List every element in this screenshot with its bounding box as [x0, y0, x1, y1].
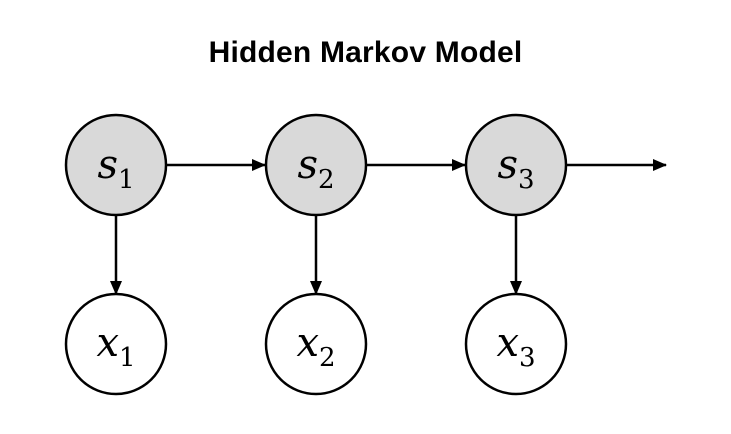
observed-node-x3: x3 [464, 292, 568, 396]
svg-text:s2: s2 [297, 142, 334, 195]
node-subscript: 1 [119, 343, 136, 373]
hidden-node-s3: s3 [464, 113, 568, 217]
node-subscript: 3 [519, 343, 536, 373]
node-subscript: 1 [118, 165, 135, 195]
node-var-label: x [96, 320, 119, 366]
observed-node-x2: x2 [264, 292, 368, 396]
node-subscript: 2 [319, 343, 336, 373]
hidden-node-s1: s1 [64, 113, 168, 217]
svg-text:x2: x2 [296, 320, 335, 373]
node-var-label: s [497, 142, 518, 188]
node-subscript: 2 [318, 165, 335, 195]
svg-text:s3: s3 [497, 142, 534, 195]
node-var-label: x [296, 320, 319, 366]
node-subscript: 3 [518, 165, 535, 195]
diagram-title: Hidden Markov Model [208, 36, 523, 69]
observed-node-x1: x1 [64, 292, 168, 396]
svg-text:x1: x1 [96, 320, 135, 373]
hidden-node-s2: s2 [264, 113, 368, 217]
node-var-label: s [97, 142, 118, 188]
node-var-label: x [496, 320, 519, 366]
svg-text:s1: s1 [97, 142, 134, 195]
node-var-label: s [297, 142, 318, 188]
svg-text:x3: x3 [496, 320, 535, 373]
